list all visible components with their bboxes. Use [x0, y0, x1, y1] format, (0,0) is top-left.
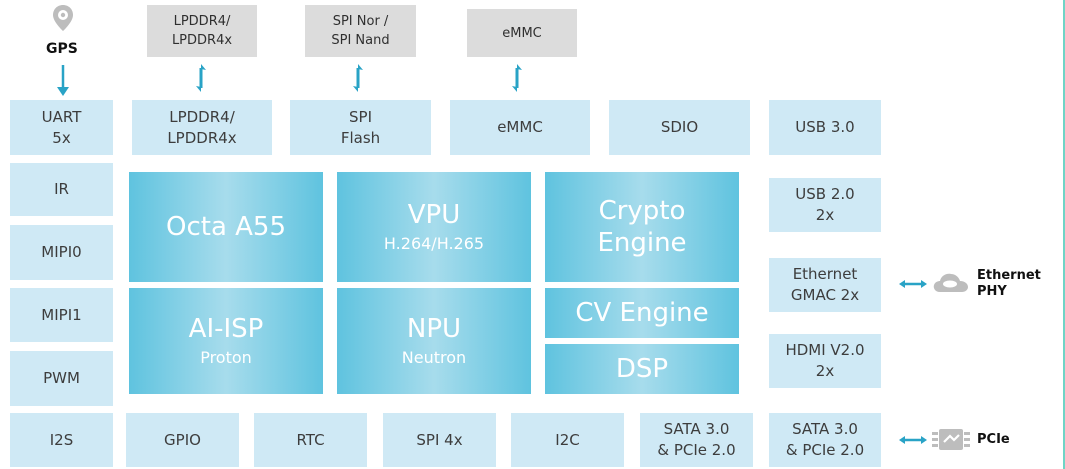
pcie-label: PCIe [977, 432, 1010, 447]
spi4x-block: SPI 4x [383, 413, 496, 467]
lpddr-line1: LPDDR4/ [169, 107, 235, 126]
ir-block: IR [10, 163, 113, 216]
rtc-label: RTC [296, 430, 325, 449]
dsp-label: DSP [615, 354, 669, 384]
sata-b-line1: SATA 3.0 [792, 420, 858, 438]
emmc-label: eMMC [497, 118, 543, 136]
crypto-engine-block: Crypto Engine [545, 172, 739, 282]
i2s-label: I2S [49, 430, 74, 449]
spi-connector-arrow [353, 64, 363, 92]
ethernet-block: Ethernet GMAC 2x [769, 258, 881, 312]
spi4x-label: SPI 4x [416, 430, 463, 449]
sata-pcie-block-1: SATA 3.0 & PCIe 2.0 [640, 413, 753, 467]
emmc-connector-arrow [512, 64, 522, 92]
usb3-label: USB 3.0 [795, 118, 855, 136]
usb3-block: USB 3.0 [769, 100, 881, 155]
vpu-label: VPU [407, 200, 461, 230]
i2c-block: I2C [511, 413, 624, 467]
external-spi-nor: SPI Nor / SPI Nand [305, 5, 416, 57]
i2c-label: I2C [555, 430, 580, 449]
emmc-block: eMMC [450, 100, 590, 155]
pcie-connector-arrow [899, 436, 927, 444]
external-spi-nor-line1: SPI Nor / [332, 14, 389, 29]
gps-arrow [57, 65, 69, 96]
mipi0-block: MIPI0 [10, 225, 113, 280]
gpio-label: GPIO [164, 430, 201, 449]
uart-line1: UART [41, 107, 82, 126]
dsp-block: DSP [545, 344, 739, 394]
mipi1-block: MIPI1 [10, 288, 113, 342]
hdmi-line1: HDMI V2.0 [785, 341, 865, 359]
right-accent-border [1063, 0, 1065, 469]
map-pin-icon [53, 5, 73, 31]
usb2-line1: USB 2.0 [795, 185, 855, 203]
rtc-block: RTC [254, 413, 367, 467]
sata-pcie-block-2: SATA 3.0 & PCIe 2.0 [769, 413, 881, 467]
external-lpddr-line1: LPDDR4/ [173, 14, 231, 29]
ethernet-connector-arrow [899, 280, 927, 288]
lpddr-line2: LPDDR4x [167, 128, 237, 147]
sata-a-line1: SATA 3.0 [663, 420, 730, 438]
cv-engine-block: CV Engine [545, 288, 739, 338]
spi-flash-block: SPI Flash [290, 100, 431, 155]
npu-sublabel: Neutron [401, 348, 467, 367]
sdio-block: SDIO [609, 100, 750, 155]
spi-flash-line2: Flash [340, 128, 381, 147]
ai-isp-label: AI-ISP [188, 314, 264, 344]
ai-isp-block: AI-ISP Proton [129, 288, 323, 394]
ir-label: IR [54, 180, 69, 198]
vpu-sublabel: H.264/H.265 [383, 234, 485, 253]
cpu-label: Octa A55 [165, 212, 287, 242]
crypto-line2: Engine [597, 228, 687, 258]
mipi1-label: MIPI1 [41, 305, 82, 324]
pwm-label: PWM [43, 369, 80, 387]
npu-block: NPU Neutron [337, 288, 531, 394]
lpddr-block: LPDDR4/ LPDDR4x [132, 100, 272, 155]
pwm-block: PWM [10, 351, 113, 406]
hdmi-block: HDMI V2.0 2x [769, 334, 881, 388]
i2s-block: I2S [10, 413, 113, 467]
ethernet-phy-label: Ethernet PHY [977, 268, 1041, 300]
usb2-block: USB 2.0 2x [769, 178, 881, 232]
gps-label: GPS [46, 41, 78, 57]
usb2-line2: 2x [815, 206, 835, 224]
npu-label: NPU [406, 314, 462, 344]
external-lpddr: LPDDR4/ LPDDR4x [147, 5, 257, 57]
ethernet-line2: GMAC 2x [790, 286, 860, 304]
sata-b-line2: & PCIe 2.0 [785, 441, 865, 459]
cv-engine-label: CV Engine [575, 298, 709, 328]
cpu-octa-a55: Octa A55 [129, 172, 323, 282]
ai-isp-sublabel: Proton [200, 348, 252, 367]
cloud-link-icon [933, 273, 968, 292]
ethernet-line1: Ethernet [792, 265, 858, 283]
gpio-block: GPIO [126, 413, 239, 467]
sdio-label: SDIO [660, 118, 699, 136]
ethernet-phy-line1: Ethernet [977, 268, 1041, 283]
external-emmc: eMMC [467, 9, 577, 57]
vpu-block: VPU H.264/H.265 [337, 172, 531, 282]
uart-block: UART 5x [10, 100, 113, 155]
sata-a-line2: & PCIe 2.0 [657, 441, 736, 459]
external-lpddr-line2: LPDDR4x [171, 33, 233, 48]
mipi0-label: MIPI0 [41, 243, 82, 261]
uart-line2: 5x [52, 128, 71, 147]
external-emmc-label: eMMC [502, 25, 542, 41]
spi-flash-line1: SPI [349, 107, 372, 126]
crypto-line1: Crypto [598, 196, 686, 226]
external-spi-nor-line2: SPI Nand [331, 33, 390, 48]
lpddr-connector-arrow [196, 64, 206, 92]
hdmi-line2: 2x [815, 362, 835, 380]
ethernet-phy-line2: PHY [977, 284, 1007, 299]
pcie-card-icon [932, 429, 970, 450]
